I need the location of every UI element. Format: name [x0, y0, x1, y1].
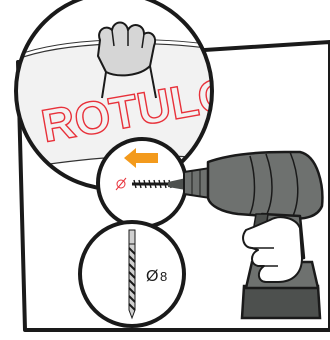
hand-icon — [97, 21, 157, 99]
drill-bit-icon — [128, 229, 136, 320]
left-arrow-icon — [124, 148, 158, 168]
drill-bit-detail-circle: Ø 8 — [78, 220, 186, 328]
bit-diameter-value: 8 — [160, 269, 167, 284]
hand-holding-drill-icon — [242, 216, 303, 283]
no-drill-symbol-icon — [115, 177, 127, 191]
label-detail-circle: ROTULO — [14, 0, 214, 191]
bit-diameter-symbol: Ø — [146, 268, 158, 285]
